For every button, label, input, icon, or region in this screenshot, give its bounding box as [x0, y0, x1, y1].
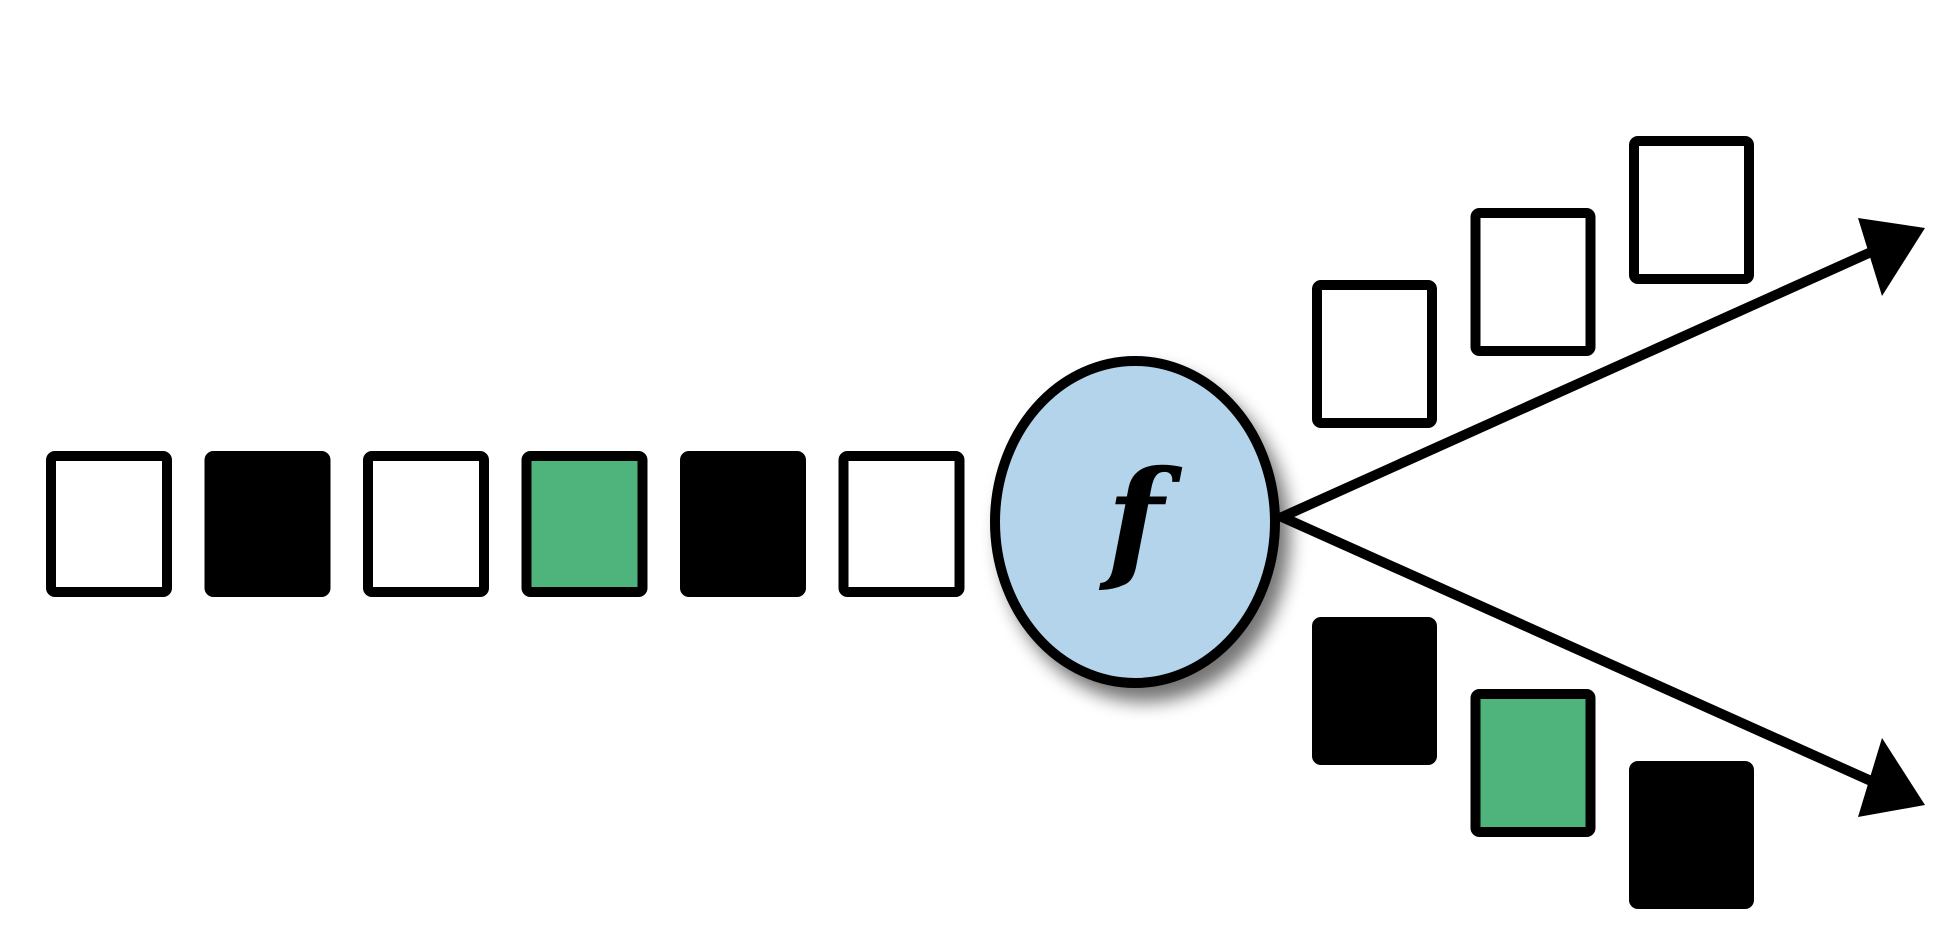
lower-arrowhead-icon: [1858, 738, 1925, 817]
output-arrows: [1277, 218, 1925, 817]
upper-arrow-line: [1277, 243, 1885, 522]
lower-output-square-2-highlight: [1470, 689, 1596, 837]
input-square-6-empty: [838, 451, 965, 597]
upper-arrowhead-icon: [1858, 218, 1925, 296]
input-square-4-highlight: [521, 451, 648, 597]
input-square-3-empty: [363, 451, 489, 597]
upper-output-square-1-empty: [1312, 280, 1437, 428]
input-square-5-filled: [680, 451, 806, 597]
input-square-1-empty: [46, 451, 172, 597]
upper-output-square-2-empty: [1470, 208, 1596, 356]
function-node: f: [990, 356, 1280, 688]
output-upper-sequence: [1312, 136, 1754, 428]
upper-output-square-3-empty: [1629, 136, 1754, 284]
output-lower-sequence: [1312, 617, 1754, 909]
lower-output-square-1-filled: [1312, 617, 1437, 765]
lower-arrow-line: [1277, 512, 1885, 790]
lower-output-square-3-filled: [1629, 761, 1754, 909]
function-ellipse: [990, 356, 1280, 688]
input-square-2-filled: [204, 451, 331, 597]
input-sequence: [46, 451, 965, 597]
